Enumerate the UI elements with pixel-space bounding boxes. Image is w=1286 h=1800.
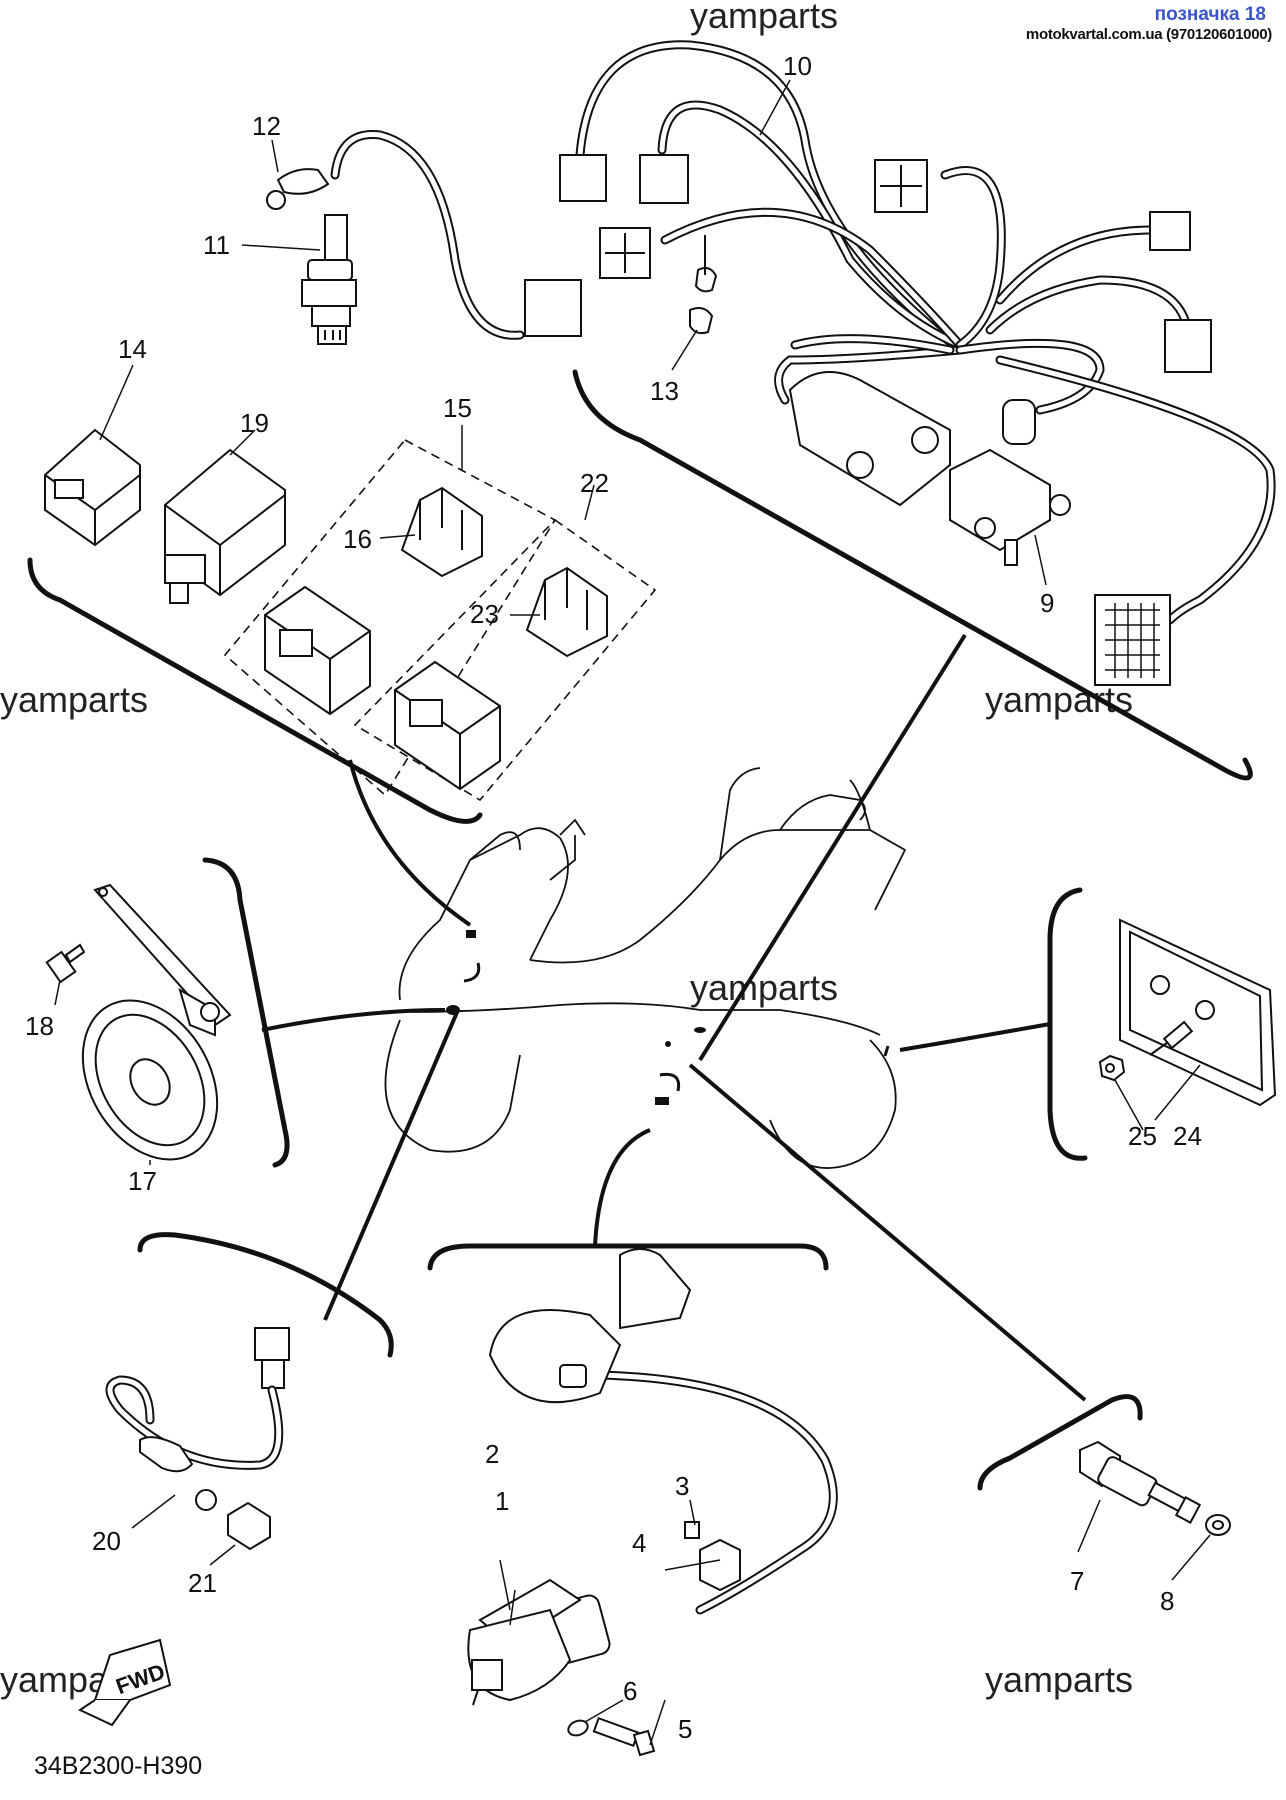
part-number: 8 bbox=[1160, 1586, 1174, 1616]
group-bracket bbox=[572, 369, 1253, 781]
part-number: 7 bbox=[1070, 1566, 1084, 1596]
part-number: 4 bbox=[632, 1528, 646, 1558]
leader-line bbox=[698, 633, 967, 1062]
part-number: 5 bbox=[678, 1714, 692, 1744]
part-18-bolt bbox=[45, 943, 86, 984]
callout-leaders bbox=[54, 79, 1211, 1746]
part-number: 21 bbox=[188, 1568, 217, 1598]
part-number: 9 bbox=[1040, 588, 1054, 618]
part-24-plate bbox=[1119, 918, 1277, 1107]
part-number: 2 bbox=[485, 1439, 499, 1469]
leader-line bbox=[899, 1022, 1051, 1052]
part-number: 23 bbox=[470, 599, 499, 629]
leader-line bbox=[261, 1008, 446, 1032]
group-bracket bbox=[137, 1232, 394, 1358]
part-number: 15 bbox=[443, 393, 472, 423]
part-8-washer bbox=[1205, 1514, 1231, 1536]
part-20-lead-wire bbox=[105, 1327, 290, 1511]
group-bracket bbox=[977, 1394, 1143, 1491]
part-number: 11 bbox=[203, 230, 230, 260]
part-22-23-couplers bbox=[394, 566, 608, 791]
wire-harness bbox=[559, 40, 1276, 686]
group-bracket bbox=[427, 1243, 829, 1271]
part-11-12-sensor bbox=[266, 130, 582, 345]
part-9-sensor bbox=[788, 371, 1071, 566]
watermark: yamparts bbox=[690, 0, 838, 36]
part-number: 13 bbox=[650, 376, 679, 406]
leader-line bbox=[688, 1063, 1087, 1402]
kit-box-22 bbox=[353, 518, 657, 802]
part-number: 18 bbox=[25, 1011, 54, 1041]
part-number: 20 bbox=[92, 1526, 121, 1556]
part-number: 3 bbox=[675, 1471, 689, 1501]
part-number: 10 bbox=[783, 51, 812, 81]
part-17-horn bbox=[81, 883, 232, 1161]
badge-label: позначка 18 bbox=[1154, 4, 1266, 25]
group-bracket bbox=[27, 557, 483, 824]
part-number: 14 bbox=[118, 334, 147, 364]
part-number: 24 bbox=[1173, 1121, 1202, 1151]
part-number: 22 bbox=[580, 468, 609, 498]
motorcycle-silhouette bbox=[384, 767, 907, 1169]
part-number: 16 bbox=[343, 524, 372, 554]
part-number: 6 bbox=[623, 1676, 637, 1706]
part-25-nut bbox=[1098, 1054, 1126, 1082]
part-15-16-couplers bbox=[264, 486, 483, 716]
group-bracket bbox=[1047, 887, 1088, 1161]
source-label: motokvartal.com.ua (970120601000) bbox=[1025, 26, 1272, 43]
watermark: yamparts bbox=[985, 1659, 1133, 1700]
watermark: yamparts bbox=[690, 967, 838, 1008]
part-19-relay bbox=[164, 448, 286, 604]
part-1-6-ignition-coil bbox=[467, 1248, 838, 1757]
part-number: 25 bbox=[1128, 1121, 1157, 1151]
leader-line bbox=[348, 759, 472, 927]
part-number-labels: 1 2 3 4 5 6 7 8 9 10 11 12 13 14 15 16 1… bbox=[25, 51, 1202, 1744]
diagram-code: 34B2300-H390 bbox=[34, 1752, 203, 1780]
part-number: 12 bbox=[252, 111, 281, 141]
group-bracket bbox=[202, 857, 290, 1168]
watermark: yamparts bbox=[0, 679, 148, 720]
part-14-connector bbox=[44, 428, 141, 547]
leader-line bbox=[593, 1128, 651, 1247]
part-7-sensor bbox=[1079, 1440, 1202, 1524]
part-number: 19 bbox=[240, 408, 269, 438]
part-21-sleeve bbox=[227, 1501, 271, 1551]
kit-box-15 bbox=[223, 438, 557, 797]
bike-markers bbox=[446, 930, 890, 1105]
part-number: 17 bbox=[128, 1166, 157, 1196]
leader-line bbox=[323, 1009, 460, 1321]
part-number: 1 bbox=[495, 1486, 509, 1516]
